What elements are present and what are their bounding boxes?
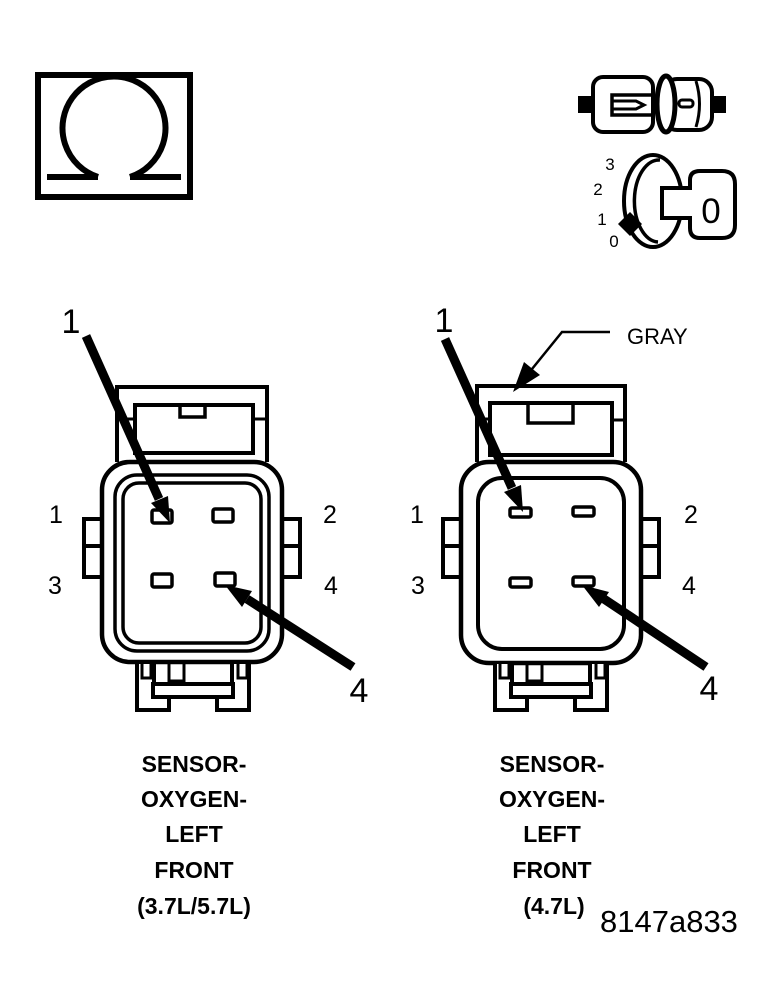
caption-line: OXYGEN- [141, 786, 247, 812]
latch-box [133, 403, 255, 455]
side-wing-left [82, 517, 102, 579]
callout-1-label: 1 [62, 303, 81, 341]
connector-body-inner-line-1 [113, 473, 271, 653]
caption-line: (3.7L/5.7L) [137, 893, 251, 919]
caption-line: LEFT [165, 821, 223, 847]
caption-line: FRONT [512, 857, 591, 883]
callout-1-arrow-shaft [81, 334, 164, 501]
callout-4-label: 4 [350, 672, 369, 710]
connector-feet [493, 664, 609, 712]
dial-disc-inner-edge [632, 158, 661, 244]
side-wing-right [641, 517, 661, 579]
male-connector-cavity [610, 93, 653, 117]
caption-line: SENSOR- [142, 751, 247, 777]
pin-label-3: 3 [48, 572, 62, 600]
pin-label-2: 2 [323, 501, 337, 529]
pin-label-4: 4 [324, 572, 338, 600]
pin-label-3: 3 [411, 572, 425, 600]
pin-label-1: 1 [410, 501, 424, 529]
pin-slot-4 [213, 571, 237, 588]
caption-line: OXYGEN- [499, 786, 605, 812]
left-connector-diagram: 1 2 3 4 1 4 SENSOR- OXYGEN- LEFT FRONT (… [48, 303, 368, 919]
side-wing-right [282, 517, 302, 579]
pin-label-4: 4 [682, 572, 696, 600]
pin-label-1: 1 [49, 501, 63, 529]
female-connector-face-ring [654, 73, 678, 135]
pin-slot-2 [571, 505, 596, 518]
connector-body-inner-line-2 [121, 481, 263, 645]
side-wing-left [441, 517, 461, 579]
right-connector-caption: SENSOR- OXYGEN- LEFT FRONT (4.7L) [499, 751, 605, 919]
callout-4-label: 4 [700, 670, 719, 708]
connector-pair-icon [578, 73, 726, 135]
connector-feet [135, 664, 251, 712]
left-connector-caption: SENSOR- OXYGEN- LEFT FRONT (3.7L/5.7L) [137, 751, 251, 919]
caption-line: SENSOR- [500, 751, 605, 777]
callout-4-arrow-shaft [601, 595, 709, 671]
dial-position-value: 0 [701, 192, 720, 231]
gray-leader-arrow-head [513, 362, 540, 392]
caption-line: FRONT [154, 857, 233, 883]
gray-leader-line [531, 330, 610, 370]
callout-1-arrow-head [151, 496, 170, 523]
latch-box [488, 401, 614, 457]
pin-label-2: 2 [684, 501, 698, 529]
male-connector-body [591, 75, 655, 134]
female-connector-contour [694, 80, 701, 128]
pin-slot-2 [211, 507, 235, 524]
dial-scale-2: 2 [593, 180, 602, 199]
callout-1-arrow-shaft [440, 337, 517, 490]
dial-scale-0: 0 [609, 232, 618, 251]
dial-key [660, 169, 737, 240]
dial-scale-1: 1 [597, 210, 606, 229]
latch-notch [178, 405, 207, 419]
pin-slot-3 [508, 576, 533, 589]
callout-1-label: 1 [435, 302, 454, 340]
omega-glyph-arc [59, 73, 169, 180]
caption-line: LEFT [523, 821, 581, 847]
male-connector-terminal [612, 99, 648, 111]
connector-body [458, 459, 644, 666]
gray-label: GRAY [627, 324, 688, 349]
figure-id: 8147a833 [600, 904, 738, 939]
callout-4-arrow-head [582, 585, 609, 607]
dial-pointer-marker [618, 212, 642, 236]
right-connector-diagram: GRAY 1 2 3 4 1 4 [410, 302, 718, 919]
connector-body-inner-line [476, 476, 626, 651]
pin-slot-4 [571, 575, 596, 588]
caption-line: (4.7L) [523, 893, 584, 919]
resistance-dial-icon: 3 2 1 0 0 [593, 153, 737, 251]
female-connector-slot [677, 98, 695, 109]
connector-body [99, 459, 285, 665]
dial-scale-3: 3 [605, 155, 614, 174]
callout-4-arrow-head [225, 585, 252, 607]
ohmmeter-icon [35, 72, 193, 200]
callout-1-arrow-head [504, 485, 523, 512]
callout-4-arrow-shaft [244, 595, 356, 671]
latch-notch [526, 403, 575, 425]
pin-slot-3 [150, 572, 174, 589]
